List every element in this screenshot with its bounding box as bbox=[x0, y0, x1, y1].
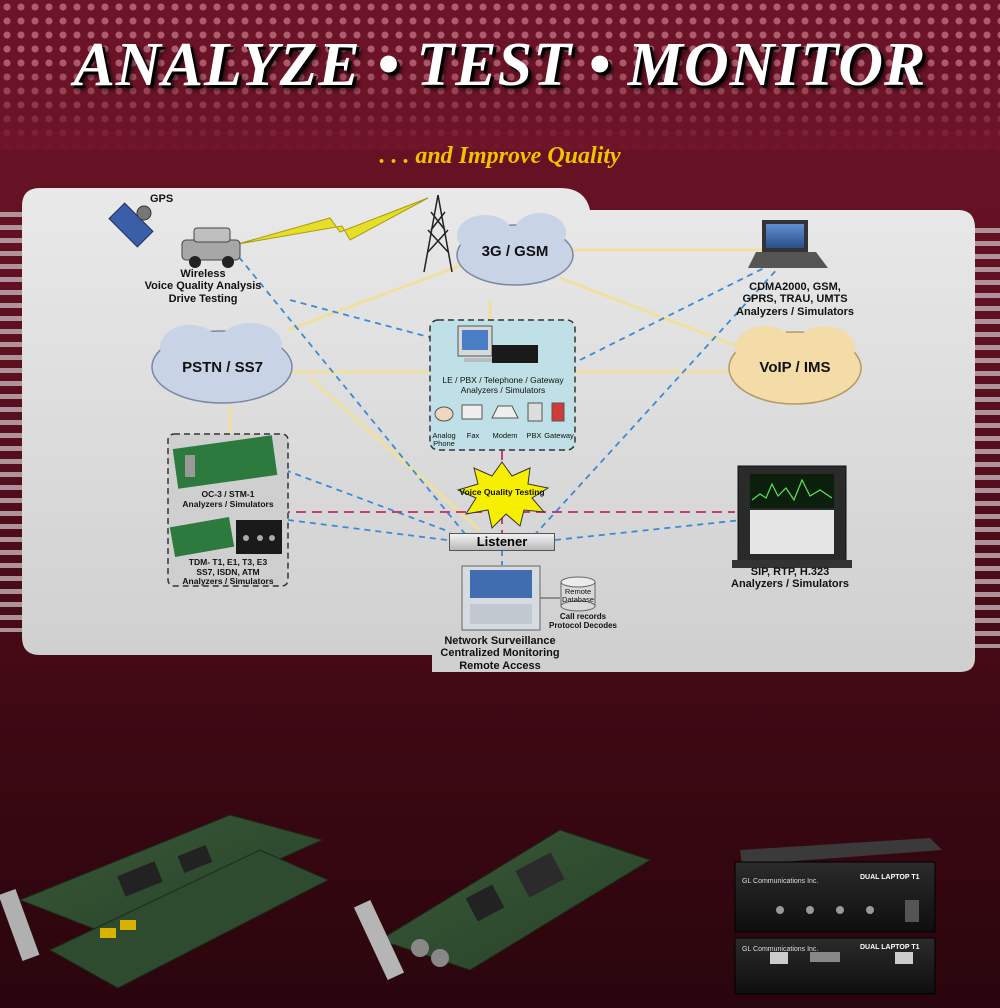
oc3-card-image bbox=[172, 435, 278, 489]
headline: ANALYZE • TEST • MONITOR bbox=[73, 31, 927, 99]
pci-card-photo-2 bbox=[353, 829, 652, 981]
pbx-label: PBX bbox=[526, 431, 542, 440]
fax-label: Fax bbox=[466, 431, 480, 440]
gateway-label: Gateway bbox=[544, 431, 574, 440]
cloud-voip-label: VoIP / IMS bbox=[759, 359, 831, 376]
gps-label: GPS bbox=[150, 193, 174, 205]
pci-card-photo-1 bbox=[0, 814, 330, 989]
product-photos bbox=[0, 814, 942, 995]
subheadline: . . . and Improve Quality bbox=[379, 143, 621, 169]
workstation-icon bbox=[457, 325, 538, 363]
surveillance-workstation-icon bbox=[461, 565, 541, 631]
cloud-3g-gsm-shape bbox=[456, 213, 574, 286]
dual-laptop-t1-units bbox=[734, 838, 942, 995]
tdm-card-image bbox=[169, 517, 282, 557]
modem-label: Modem bbox=[492, 431, 518, 440]
voice-quality-burst bbox=[456, 461, 550, 529]
laptop-model-label: DUAL LAPTOP T1 bbox=[860, 874, 920, 881]
satellite-icon bbox=[108, 202, 154, 248]
lightning-bolt bbox=[237, 197, 429, 245]
suv-icon bbox=[181, 227, 241, 268]
cloud-pstn-ss7-shape bbox=[151, 323, 293, 404]
laptop-model-label-2: DUAL LAPTOP T1 bbox=[860, 944, 920, 951]
database-icon bbox=[560, 576, 596, 612]
laptop-icon bbox=[748, 220, 828, 268]
sip-analyzer-icon bbox=[732, 465, 852, 568]
voice-quality-label: Voice Quality Testing bbox=[459, 487, 545, 497]
laptop-brand-label-2: GL Communications Inc. bbox=[742, 946, 819, 953]
laptop-brand-label: GL Communications Inc. bbox=[742, 878, 819, 885]
small-devices bbox=[434, 402, 565, 422]
listener-box: Listener bbox=[449, 533, 555, 551]
cloud-3g-gsm-label: 3G / GSM bbox=[481, 243, 549, 260]
dashed-links bbox=[224, 239, 791, 565]
solid-links bbox=[228, 248, 770, 532]
cloud-pstn-label: PSTN / SS7 bbox=[182, 359, 263, 376]
tower-icon bbox=[423, 194, 453, 273]
cloud-voip-ims-shape bbox=[728, 326, 862, 405]
